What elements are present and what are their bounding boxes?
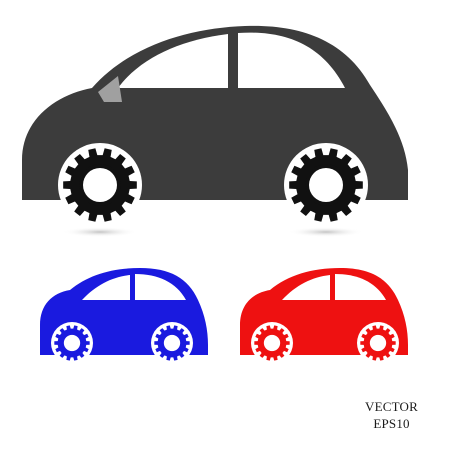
car-rear-window (118, 34, 228, 88)
wheel-shadow (288, 227, 364, 237)
car-rear-window (82, 275, 130, 300)
caption-vector-eps10: VECTOR EPS10 (365, 398, 418, 432)
car-front-window (238, 32, 345, 88)
car-rear-window (282, 275, 330, 300)
caption-line-vector: VECTOR (365, 399, 418, 414)
side-mirror (98, 76, 122, 102)
car-front-window (135, 274, 186, 300)
wheel-shadow (62, 227, 138, 237)
small-car-blue-icon (40, 268, 208, 364)
large-car-icon (22, 25, 408, 237)
car-front-window (335, 274, 386, 300)
small-car-red-icon (240, 268, 408, 364)
caption-line-eps10: EPS10 (373, 416, 410, 431)
